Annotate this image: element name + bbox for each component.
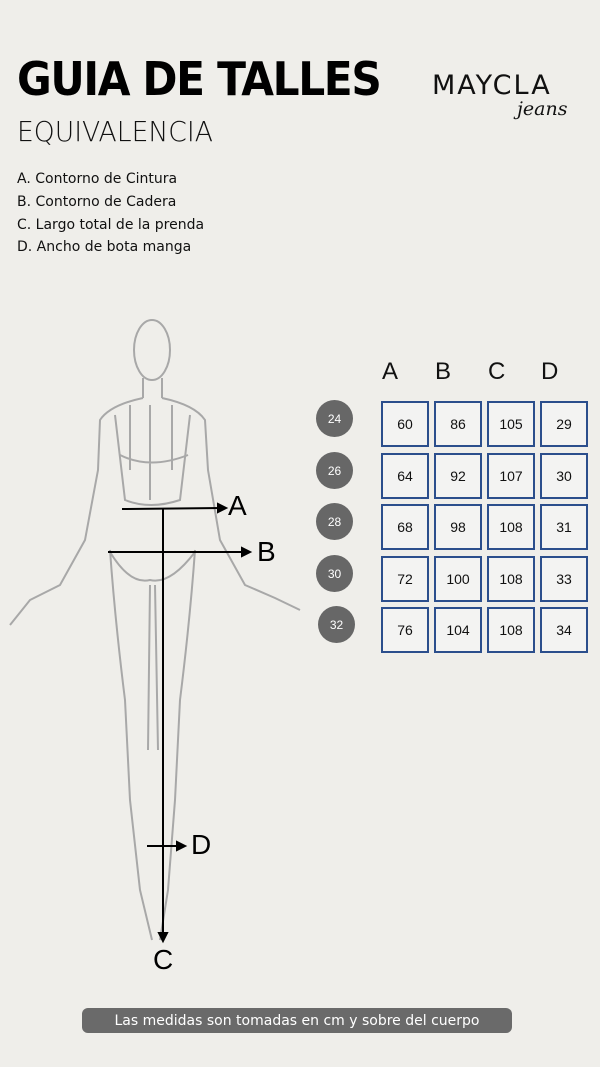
table-cell: 64 bbox=[381, 453, 429, 499]
table-cell: 29 bbox=[540, 401, 588, 447]
column-header: D bbox=[541, 358, 559, 385]
measurement-arrows bbox=[108, 502, 253, 944]
table-cell: 60 bbox=[381, 401, 429, 447]
label-b: B bbox=[257, 536, 276, 567]
table-cell: 72 bbox=[381, 556, 429, 602]
column-header: C bbox=[488, 358, 506, 385]
legend-item: A. Contorno de Cintura bbox=[17, 171, 178, 187]
legend-item: B. Contorno de Cadera bbox=[17, 193, 177, 210]
table-cell: 68 bbox=[381, 504, 429, 550]
column-header: A bbox=[382, 358, 399, 385]
table-cell: 86 bbox=[434, 401, 482, 447]
table-cell: 107 bbox=[487, 453, 535, 499]
table-cell: 31 bbox=[540, 504, 588, 550]
table-cell: 98 bbox=[434, 504, 482, 550]
size-badge: 28 bbox=[316, 503, 353, 540]
table-cell: 33 bbox=[540, 556, 588, 602]
legend-item: D. Ancho de bota manga bbox=[17, 239, 192, 256]
table-cell: 92 bbox=[434, 453, 482, 499]
table-cell: 108 bbox=[487, 556, 535, 602]
table-cell: 108 bbox=[487, 504, 535, 550]
table-cell: 34 bbox=[540, 607, 588, 653]
table-cell: 108 bbox=[487, 607, 535, 653]
page-title: GUIA DE TALLES bbox=[17, 52, 382, 106]
logo-brand: MAYCLA bbox=[432, 70, 552, 101]
size-badge: 30 bbox=[316, 555, 353, 592]
table-cell: 30 bbox=[540, 453, 588, 499]
body-figure-illustration bbox=[9, 319, 301, 941]
page-subtitle: EQUIVALENCIA bbox=[17, 115, 213, 148]
label-c: C bbox=[153, 944, 174, 975]
label-d: D bbox=[191, 829, 212, 860]
brand-logo: MAYCLA jeans bbox=[432, 70, 567, 120]
column-header: B bbox=[435, 358, 452, 385]
label-a: A bbox=[228, 490, 247, 521]
legend-item: C. Largo total de la prenda bbox=[17, 216, 205, 233]
table-cell: 100 bbox=[434, 556, 482, 602]
logo-tagline: jeans bbox=[517, 98, 568, 120]
table-cell: 76 bbox=[381, 607, 429, 653]
table-cell: 105 bbox=[487, 401, 535, 447]
size-badge: 24 bbox=[316, 400, 353, 437]
size-badge: 32 bbox=[318, 606, 355, 643]
size-badge: 26 bbox=[316, 452, 353, 489]
table-cell: 104 bbox=[434, 607, 482, 653]
measurement-legend: A. Contorno de Cintura B. Contorno de Ca… bbox=[17, 168, 204, 259]
footer-note: Las medidas son tomadas en cm y sobre de… bbox=[82, 1008, 512, 1033]
